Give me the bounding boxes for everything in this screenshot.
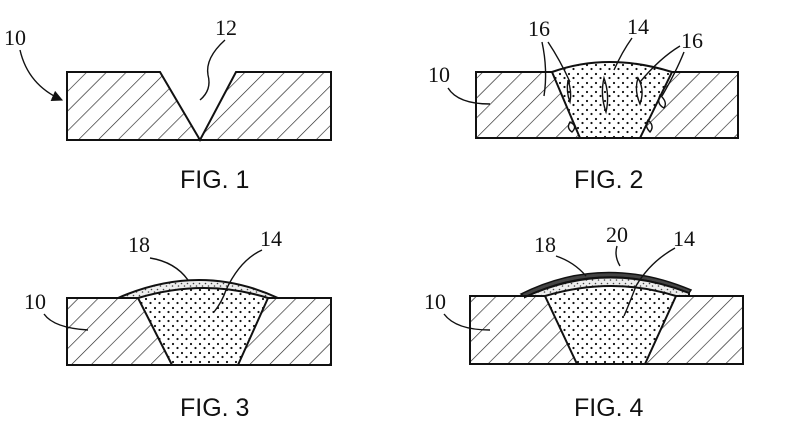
ref-10: 10 [428, 62, 450, 87]
leader-18 [149, 257, 189, 281]
weld-bead [543, 285, 678, 365]
weld-bead [136, 287, 270, 366]
leader-14 [623, 247, 676, 317]
leader-10 [447, 87, 491, 105]
ref-12: 12 [215, 15, 237, 40]
caption-fig-4: FIG. 4 [574, 394, 644, 422]
ref-16-right: 16 [681, 28, 703, 53]
leader-16-left-b [547, 41, 571, 83]
ref-14: 14 [627, 14, 649, 39]
caption-fig-2: FIG. 2 [574, 166, 643, 194]
ref-10: 10 [424, 289, 446, 314]
porosity-defects [566, 75, 667, 134]
figure-3: 18 14 10 FIG. 3 [24, 226, 332, 422]
leader-12 [199, 39, 226, 101]
caption-fig-3: FIG. 3 [180, 394, 249, 422]
leader-16-right-b [661, 51, 685, 97]
ref-16-left: 16 [528, 16, 550, 41]
ref-20: 20 [606, 222, 628, 247]
figure-4: 18 20 14 10 FIG. 4 [424, 222, 744, 422]
leader-10-arrow [19, 49, 64, 102]
plate-with-v-groove [66, 71, 332, 143]
ref-18: 18 [128, 232, 150, 257]
leader-16-left-a [541, 41, 547, 97]
leader-16-right-a [639, 45, 681, 83]
caption-fig-1: FIG. 1 [180, 166, 249, 194]
ref-18: 18 [534, 232, 556, 257]
leader-14 [613, 37, 633, 71]
ref-10: 10 [24, 289, 46, 314]
ref-10: 10 [4, 25, 26, 50]
weld-bead [550, 61, 674, 139]
leader-18 [555, 255, 587, 277]
leader-20 [615, 245, 621, 267]
figure-1: 10 12 FIG. 1 [4, 15, 332, 194]
ref-14: 14 [673, 226, 695, 251]
leader-10 [443, 313, 491, 331]
leader-14 [213, 249, 263, 313]
ref-14: 14 [260, 226, 282, 251]
leader-10 [43, 313, 89, 331]
figure-2: 10 16 14 16 FIG. 2 [428, 14, 739, 194]
